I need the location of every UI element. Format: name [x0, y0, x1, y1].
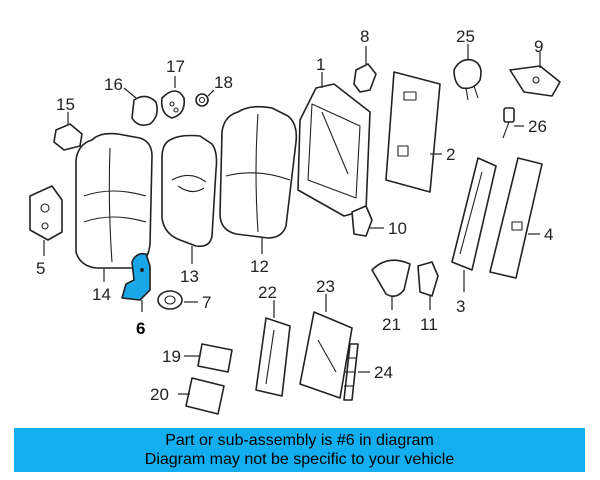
callout-12[interactable]: 12	[250, 257, 269, 276]
callout-21[interactable]: 21	[382, 315, 401, 334]
part-22-side-trim[interactable]	[255, 317, 291, 397]
callout-1[interactable]: 1	[316, 55, 325, 74]
callout-10[interactable]: 10	[388, 219, 407, 238]
part-13-seat-back-pad[interactable]	[161, 134, 218, 248]
callout-26[interactable]: 26	[528, 117, 547, 136]
part-4-side-panel[interactable]	[489, 157, 543, 279]
callout-11[interactable]: 11	[420, 315, 438, 334]
callout-4[interactable]: 4	[544, 225, 553, 244]
callout-24[interactable]: 24	[374, 363, 393, 382]
part-11-bracket[interactable]	[417, 261, 439, 297]
part-20-small-block[interactable]	[185, 377, 225, 415]
part-2-back-panel[interactable]	[385, 71, 441, 193]
callout-14[interactable]: 14	[92, 285, 111, 304]
part-7-knob[interactable]	[157, 290, 183, 310]
part-10-clip[interactable]	[351, 205, 373, 237]
leader-16	[123, 87, 137, 99]
part-17-plate[interactable]	[160, 90, 186, 119]
leader-18	[207, 89, 215, 97]
part-12-seat-back-cover[interactable]	[219, 105, 298, 239]
callout-19[interactable]: 19	[162, 347, 181, 366]
part-5-bracket[interactable]	[29, 185, 63, 241]
callout-3[interactable]: 3	[456, 297, 465, 316]
part-24-strip[interactable]	[343, 343, 359, 401]
banner-line-1: Part or sub-assembly is #6 in diagram	[165, 432, 434, 449]
info-banner: Part or sub-assembly is #6 in diagram Di…	[14, 428, 585, 472]
banner-line-2: Diagram may not be specific to your vehi…	[144, 451, 455, 468]
callout-13[interactable]: 13	[180, 267, 199, 286]
callout-23[interactable]: 23	[316, 277, 335, 296]
part-14-seat-back[interactable]	[75, 132, 153, 269]
part-19-small-trim[interactable]	[197, 343, 233, 373]
callout-2[interactable]: 2	[446, 145, 455, 164]
part-21-trim-cover[interactable]	[371, 259, 411, 298]
part-15-clip[interactable]	[53, 123, 83, 151]
part-9-latch[interactable]	[509, 65, 561, 97]
callout-6[interactable]: 6	[136, 319, 145, 338]
callout-22[interactable]: 22	[258, 283, 277, 302]
part-16-cover[interactable]	[131, 95, 158, 126]
callout-25[interactable]: 25	[456, 27, 475, 46]
callout-17[interactable]: 17	[166, 57, 185, 76]
part-25-headrest[interactable]	[453, 58, 482, 101]
part-18-knob[interactable]	[195, 93, 209, 107]
callout-18[interactable]: 18	[214, 73, 233, 92]
callout-8[interactable]: 8	[360, 27, 369, 46]
part-26-pin[interactable]	[502, 107, 515, 139]
callout-5[interactable]: 5	[36, 259, 45, 278]
callout-16[interactable]: 16	[104, 75, 123, 94]
part-3-side-frame[interactable]	[451, 157, 497, 271]
callout-7[interactable]: 7	[202, 293, 211, 312]
part-6-highlighted-bracket[interactable]	[121, 252, 151, 301]
callout-15[interactable]: 15	[56, 95, 75, 114]
part-1-seat-back-frame[interactable]	[297, 83, 371, 217]
callout-9[interactable]: 9	[534, 37, 543, 56]
part-23-panel[interactable]	[299, 311, 353, 399]
callout-20[interactable]: 20	[150, 385, 169, 404]
parts-diagram: 14 5 15 16 17 18 13	[29, 27, 561, 415]
part-8-bracket[interactable]	[353, 63, 377, 93]
